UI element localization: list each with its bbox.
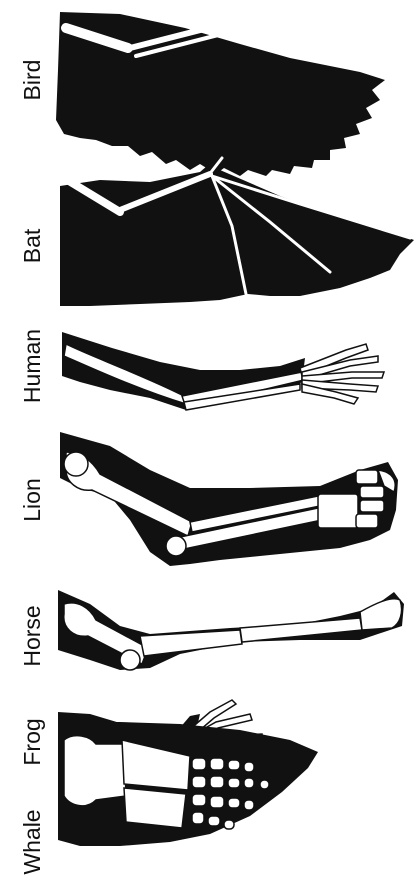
bat-limb: Bat: [19, 158, 414, 306]
whale-limb: Whale: [19, 722, 318, 875]
lion-elbow: [166, 536, 186, 556]
whale-humerus: [64, 736, 126, 806]
bird-limb: Bird: [19, 12, 385, 176]
bat-wing-membrane: [60, 160, 414, 306]
human-hand: [300, 344, 384, 404]
horse-label: Horse: [19, 605, 45, 666]
lion-limb: Lion: [19, 432, 398, 566]
bat-label: Bat: [19, 228, 45, 263]
horse-elbow: [120, 650, 140, 670]
frog-label: Frog: [19, 718, 45, 765]
bird-label: Bird: [19, 60, 45, 101]
human-label: Human: [19, 329, 45, 403]
horse-hoof: [360, 599, 402, 630]
horse-limb: Horse: [19, 590, 404, 670]
whale-label: Whale: [19, 809, 45, 874]
lion-shoulder: [64, 452, 88, 476]
lion-label: Lion: [19, 478, 45, 521]
whale-ulna: [124, 788, 186, 828]
human-limb: Human: [19, 329, 384, 410]
